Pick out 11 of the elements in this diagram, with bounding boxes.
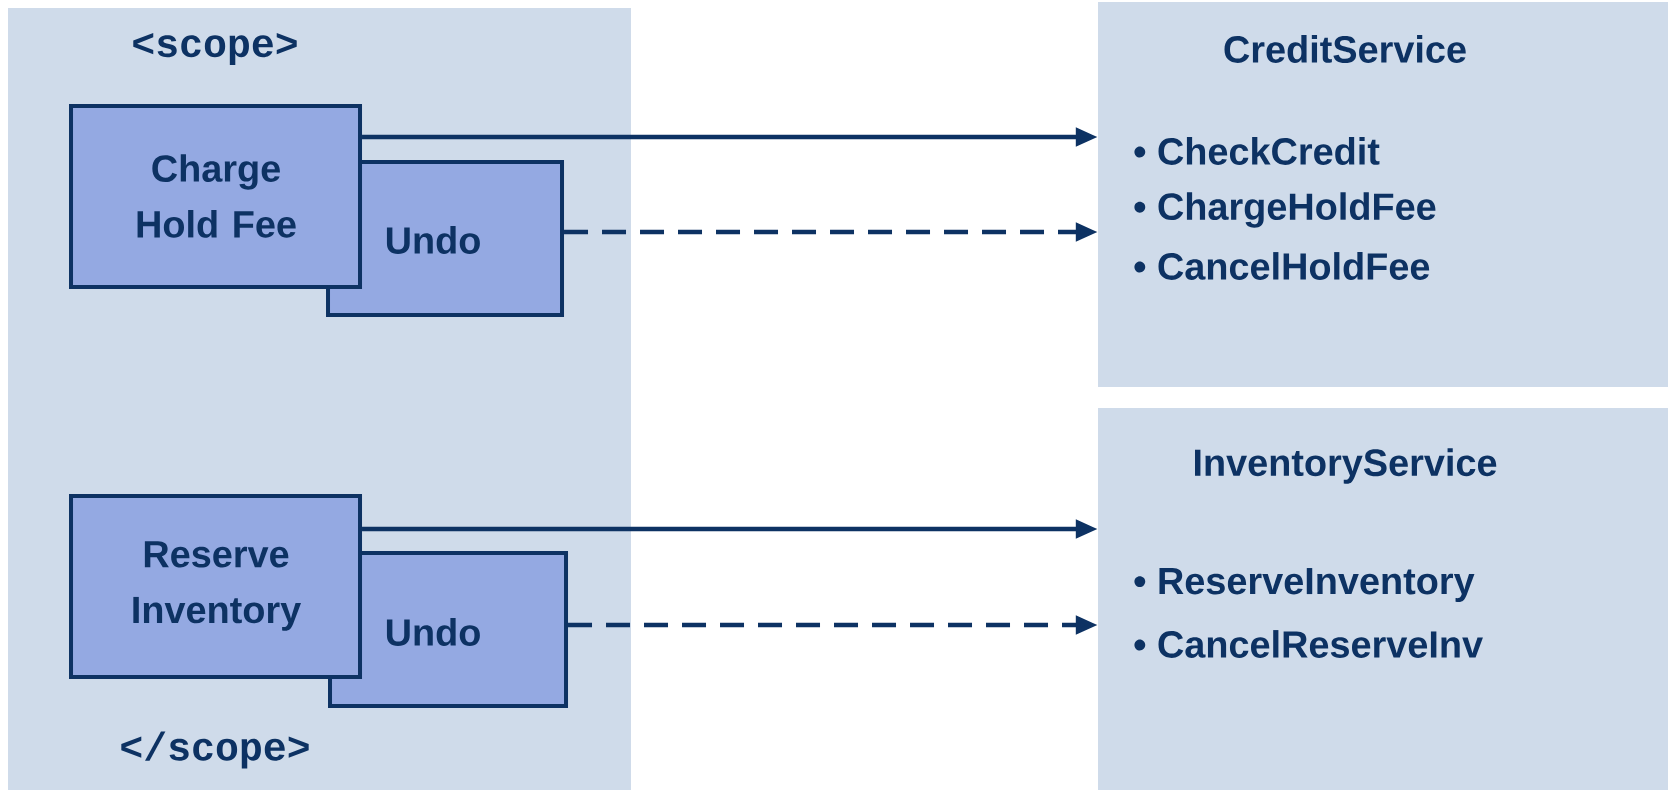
step-box: Charge Hold Fee xyxy=(69,104,362,289)
scope-tag: <scope> xyxy=(133,32,297,66)
operation-item: • CancelReserveInv xyxy=(1134,630,1483,658)
operation-item: • CancelHoldFee xyxy=(1134,252,1430,280)
operation-item: • CheckCredit xyxy=(1134,137,1380,165)
scope-tag: </scope> xyxy=(121,731,309,769)
service-title: CreditService xyxy=(1224,35,1466,63)
operation-item: • ChargeHoldFee xyxy=(1134,192,1436,228)
service-title: InventoryService xyxy=(1195,448,1497,484)
step-box: Reserve Inventory xyxy=(69,494,362,679)
operation-item: • ReserveInventory xyxy=(1134,568,1475,602)
